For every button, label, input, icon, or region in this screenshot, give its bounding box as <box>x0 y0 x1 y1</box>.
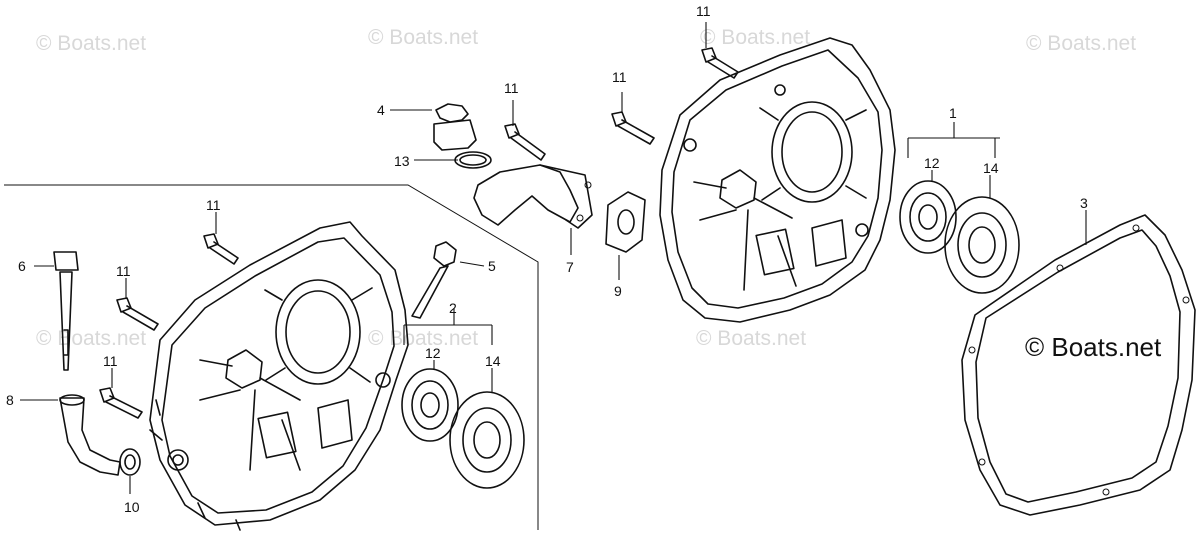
callout-11-top-right: 11 <box>696 3 711 19</box>
bolt-left-mid <box>116 297 159 331</box>
watermark-top-right-center: © Boats.net <box>700 26 810 49</box>
callout-12-left: 12 <box>425 345 441 361</box>
watermark-top-right: © Boats.net <box>1026 32 1136 55</box>
crankcase-cover-right <box>659 37 896 323</box>
callout-8: 8 <box>6 392 14 408</box>
callout-11-center: 11 <box>504 80 519 96</box>
breather-cap <box>433 103 477 151</box>
callout-13: 13 <box>394 153 410 169</box>
bolt-left-top <box>203 233 239 265</box>
callout-14-right: 14 <box>983 160 999 176</box>
callout-12-right: 12 <box>924 155 940 171</box>
callout-10: 10 <box>124 499 140 515</box>
callout-9: 9 <box>614 283 622 299</box>
dipstick-cap <box>53 251 79 371</box>
elbow-gasket <box>605 191 646 253</box>
watermark-top-center: © Boats.net <box>368 26 478 49</box>
callout-7: 7 <box>566 259 574 275</box>
watermark-mid-right: © Boats.net <box>696 327 806 350</box>
callout-11-mid-right: 11 <box>612 69 627 85</box>
callout-1: 1 <box>949 105 957 121</box>
bolt-upper-center <box>504 123 546 161</box>
bearing-12-right <box>899 180 957 254</box>
drain-plug <box>119 448 141 476</box>
section-divider <box>4 184 539 530</box>
watermark-main: © Boats.net <box>1025 332 1162 362</box>
callout-2: 2 <box>449 300 457 316</box>
crankcase-cover-left <box>149 221 409 531</box>
o-ring <box>454 151 492 169</box>
leader-lines <box>20 22 1087 494</box>
bolt-left-low <box>99 387 143 419</box>
watermark-mid-left: © Boats.net <box>36 327 146 350</box>
bearing-14-right <box>944 196 1020 294</box>
breather-elbow <box>473 164 593 229</box>
bearing-12-left <box>401 368 459 442</box>
watermark-top-left: © Boats.net <box>36 32 146 55</box>
bearing-14-left <box>449 391 525 489</box>
oil-filler-plug <box>411 241 457 319</box>
callout-11-left-low: 11 <box>103 353 118 369</box>
callout-6: 6 <box>18 258 26 274</box>
bolt-mid-right <box>611 111 655 145</box>
bolt-top-right <box>701 47 739 79</box>
callout-4: 4 <box>377 102 385 118</box>
callout-14-left: 14 <box>485 353 501 369</box>
watermark-mid-center: © Boats.net <box>368 327 478 350</box>
callout-11-left-mid: 11 <box>116 263 131 279</box>
callout-5: 5 <box>488 258 496 274</box>
oil-drain-tube <box>59 394 121 476</box>
gasket <box>961 214 1196 516</box>
callout-3: 3 <box>1080 195 1088 211</box>
callout-11-left-top: 11 <box>206 197 221 213</box>
